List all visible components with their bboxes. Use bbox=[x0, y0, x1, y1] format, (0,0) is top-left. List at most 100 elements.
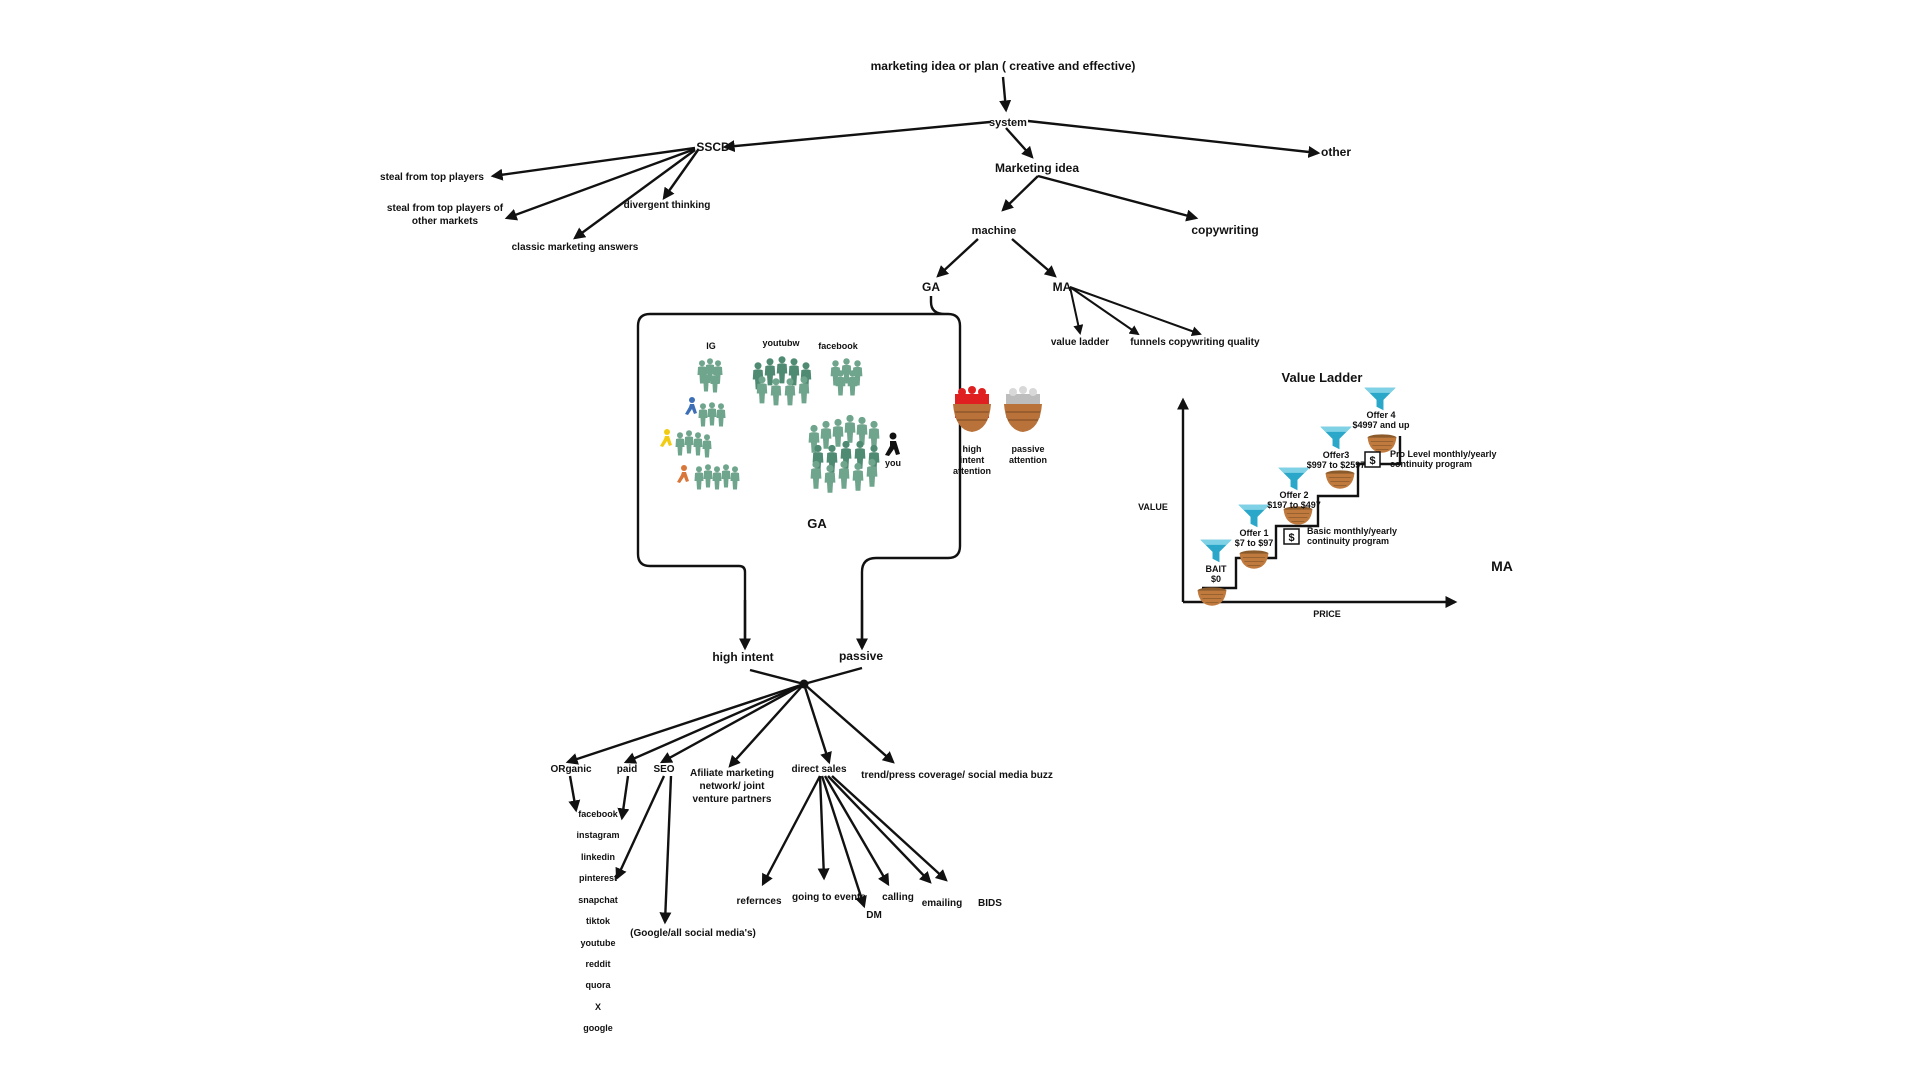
platform-list: facebook instagram linkedin pinterest sn… bbox=[576, 809, 619, 1033]
arrow-ds-events bbox=[817, 775, 830, 881]
facebook-label: facebook bbox=[818, 341, 859, 351]
step-bait-2: $0 bbox=[1211, 574, 1221, 584]
high-intent-attn-1: high bbox=[963, 444, 982, 454]
steal-other-markets-2: other markets bbox=[412, 216, 479, 227]
high-intent-attn-2: intent bbox=[960, 455, 985, 465]
arrow-system-sscd bbox=[722, 120, 991, 153]
copywriting-node: copywriting bbox=[1191, 223, 1258, 237]
platform-item: linkedin bbox=[581, 852, 615, 862]
platform-item: youtube bbox=[581, 938, 616, 948]
dm-node: DM bbox=[866, 910, 882, 921]
platform-item: X bbox=[595, 1002, 601, 1012]
ga-box bbox=[636, 296, 962, 648]
step-offer3-1: Offer3 bbox=[1323, 450, 1350, 460]
arrow-sscd-divergent bbox=[662, 149, 699, 200]
arrow-seo-pinterest bbox=[615, 775, 666, 881]
funnel-offer2-icon bbox=[1278, 467, 1310, 491]
funnel-offer1-icon bbox=[1238, 504, 1270, 528]
passive-basket-icon bbox=[1004, 386, 1042, 432]
pro-continuity-2: continuity program bbox=[1390, 459, 1472, 469]
arrow-idea-machine bbox=[1001, 175, 1039, 212]
step-offer2-1: Offer 2 bbox=[1279, 490, 1308, 500]
value-axis-label: VALUE bbox=[1138, 502, 1168, 512]
marketing-idea-node: Marketing idea bbox=[995, 161, 1079, 175]
platform-item: reddit bbox=[585, 959, 610, 969]
crowd-4 bbox=[694, 464, 740, 490]
arrow-organic-platforms bbox=[568, 775, 581, 813]
arrow-hub-seo bbox=[659, 682, 805, 764]
ig-label: IG bbox=[706, 341, 716, 351]
arrow-hub-organic bbox=[565, 682, 805, 765]
emailing-node: emailing bbox=[922, 898, 963, 909]
value-ladder-label: value ladder bbox=[1051, 337, 1109, 348]
orange-walker-icon bbox=[677, 465, 689, 483]
funnel-bait-icon bbox=[1200, 539, 1232, 563]
dollar-bag-basic-icon: $ bbox=[1283, 528, 1300, 545]
ma-side-label: MA bbox=[1491, 558, 1513, 574]
arrow-system-other bbox=[1027, 119, 1321, 158]
arrow-root-system bbox=[999, 76, 1012, 113]
arrow-ma-value-ladder bbox=[1069, 286, 1084, 335]
platform-item: quora bbox=[585, 980, 611, 990]
steal-other-markets-1: steal from top players of bbox=[387, 203, 504, 214]
facebook-crowd bbox=[830, 358, 863, 396]
big-crowd bbox=[808, 414, 880, 493]
machine-node: machine bbox=[972, 225, 1017, 237]
events-node: going to events bbox=[792, 892, 866, 903]
arrow-ma-funnels bbox=[1069, 286, 1140, 336]
arrow-hub-direct-sales bbox=[802, 683, 832, 765]
arrow-sscd-steal-other bbox=[504, 147, 696, 221]
arrow-ma-copy-quality bbox=[1069, 286, 1202, 336]
other-node: other bbox=[1321, 145, 1351, 159]
direct-sales-node: direct sales bbox=[791, 764, 846, 775]
copywriting-quality-label: copywriting quality bbox=[1168, 337, 1260, 348]
passive-attn-2: attention bbox=[1009, 455, 1047, 465]
basket-offer3-icon bbox=[1325, 470, 1355, 490]
passive-node: passive bbox=[839, 649, 883, 663]
price-axis-label: PRICE bbox=[1313, 609, 1341, 619]
line-high-intent-hub bbox=[749, 668, 805, 686]
arrow-system-marketing-idea bbox=[1005, 127, 1034, 159]
funnel-offer4-icon bbox=[1364, 387, 1396, 411]
affiliate-3: venture partners bbox=[693, 794, 772, 805]
step-bait-1: BAIT bbox=[1206, 564, 1227, 574]
system-node: system bbox=[989, 117, 1027, 129]
platform-item: pinterest bbox=[579, 873, 617, 883]
organic-node: ORganic bbox=[550, 764, 592, 775]
arrow-ds-refs bbox=[761, 775, 822, 887]
dollar-sign-basic: $ bbox=[1288, 532, 1294, 544]
high-intent-basket-icon bbox=[953, 386, 991, 432]
arrow-paid-platforms bbox=[617, 775, 630, 821]
classic-marketing: classic marketing answers bbox=[512, 242, 639, 253]
arrow-hub-trend bbox=[803, 683, 895, 764]
passive-attn-1: passive bbox=[1011, 444, 1044, 454]
arrow-hub-affiliate bbox=[728, 683, 805, 768]
pro-continuity-1: Pro Level monthly/yearly bbox=[1390, 449, 1497, 459]
yellow-walker-icon bbox=[660, 429, 672, 447]
paid-node: paid bbox=[617, 764, 638, 775]
bids-node: BIDS bbox=[978, 898, 1002, 909]
arrow-idea-copywriting bbox=[1037, 174, 1199, 222]
crowd-3 bbox=[675, 430, 712, 458]
affiliate-2: network/ joint bbox=[700, 781, 766, 792]
step-offer3-2: $997 to $2597 bbox=[1307, 460, 1366, 470]
basic-continuity-1: Basic monthly/yearly bbox=[1307, 526, 1397, 536]
seo-node: SEO bbox=[653, 764, 674, 775]
funnel-offer3-icon bbox=[1320, 426, 1352, 450]
blue-walker-icon bbox=[685, 397, 697, 415]
platform-item: instagram bbox=[576, 830, 619, 840]
trend-node: trend/press coverage/ social media buzz bbox=[861, 770, 1053, 781]
step-offer4-1: Offer 4 bbox=[1366, 410, 1395, 420]
platform-item: facebook bbox=[578, 809, 619, 819]
arrow-ds-calling bbox=[823, 775, 890, 887]
you-figure-icon bbox=[885, 432, 900, 456]
ga-box-title: GA bbox=[807, 516, 827, 531]
dollar-bag-pro-icon: $ bbox=[1364, 451, 1381, 468]
step-offer2-2: $197 to $497 bbox=[1267, 500, 1321, 510]
arrow-sscd-steal bbox=[490, 146, 696, 181]
arrow-ds-dm bbox=[820, 775, 867, 909]
step-offer1-2: $7 to $97 bbox=[1235, 538, 1274, 548]
basic-continuity-2: continuity program bbox=[1307, 536, 1389, 546]
funnels-label: funnels bbox=[1130, 337, 1166, 348]
